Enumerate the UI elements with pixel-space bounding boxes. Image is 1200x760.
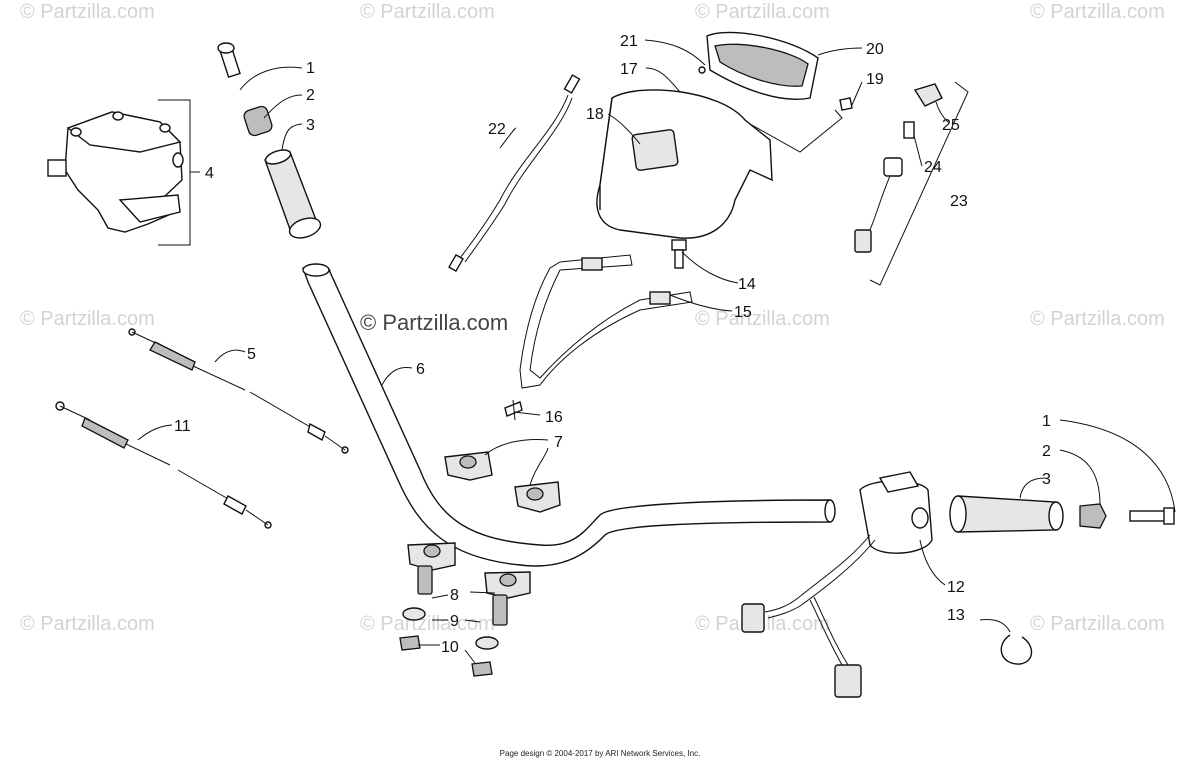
callout-6: 6 bbox=[416, 361, 425, 378]
callout-2b: 2 bbox=[1042, 443, 1051, 460]
leader-lines bbox=[137, 39, 1176, 664]
callout-17: 17 bbox=[620, 61, 638, 78]
callout-19: 19 bbox=[866, 71, 884, 88]
clip bbox=[1000, 634, 1033, 665]
callout-24: 24 bbox=[924, 159, 942, 176]
callout-8: 8 bbox=[450, 587, 459, 604]
rivet bbox=[504, 399, 523, 421]
callout-13: 13 bbox=[947, 607, 965, 624]
brake-cable bbox=[55, 401, 272, 529]
gauge bbox=[698, 31, 819, 100]
handlebar bbox=[302, 263, 836, 567]
throttle-control-assembly bbox=[47, 111, 184, 233]
right-switch-housing bbox=[741, 471, 933, 698]
callout-10: 10 bbox=[441, 639, 459, 656]
right-grip-parts bbox=[949, 495, 1175, 533]
callout-11: 11 bbox=[174, 418, 191, 435]
pod-bracket bbox=[519, 254, 693, 389]
callout-3b: 3 bbox=[1042, 471, 1051, 488]
callout-3: 3 bbox=[306, 117, 315, 134]
callout-labels: 1 2 3 4 5 6 7 8 9 10 11 1 2 3 12 13 14 1… bbox=[174, 33, 1051, 656]
handlebar-upper-clamps bbox=[444, 451, 561, 513]
footer-copyright: Page design © 2004-2017 by ARI Network S… bbox=[500, 749, 701, 758]
callout-1: 1 bbox=[306, 60, 315, 77]
instrument-pod bbox=[596, 89, 773, 239]
callout-16: 16 bbox=[545, 409, 563, 426]
center-watermark: © Partzilla.com bbox=[360, 310, 508, 335]
left-grip-parts bbox=[217, 42, 322, 239]
watermark-text: © Partzilla.com bbox=[695, 308, 830, 330]
callout-20: 20 bbox=[866, 41, 884, 58]
callout-21: 21 bbox=[620, 33, 638, 50]
handlebar-lower-clamps bbox=[399, 542, 531, 677]
callout-4: 4 bbox=[205, 165, 214, 182]
callout-9: 9 bbox=[450, 613, 459, 630]
watermark-text: © Partzilla.com bbox=[360, 1, 495, 23]
speedometer-cable bbox=[448, 74, 581, 273]
watermark-text: © Partzilla.com bbox=[1030, 1, 1165, 23]
callout-23: 23 bbox=[950, 193, 968, 210]
watermark-text: © Partzilla.com bbox=[695, 1, 830, 23]
callout-1b: 1 bbox=[1042, 413, 1051, 430]
screw bbox=[839, 97, 853, 111]
callout-25: 25 bbox=[942, 117, 960, 134]
callout-15: 15 bbox=[734, 304, 752, 321]
callout-22: 22 bbox=[488, 121, 506, 138]
watermark-text: © Partzilla.com bbox=[1030, 613, 1165, 635]
watermark-text: © Partzilla.com bbox=[360, 613, 495, 635]
watermark-text: © Partzilla.com bbox=[20, 308, 155, 330]
callout-14: 14 bbox=[738, 276, 756, 293]
throttle-cable bbox=[128, 328, 349, 454]
watermark-text: © Partzilla.com bbox=[20, 613, 155, 635]
indicator-harness bbox=[854, 83, 943, 253]
callout-18: 18 bbox=[586, 106, 604, 123]
callout-5: 5 bbox=[247, 346, 256, 363]
watermark-text: © Partzilla.com bbox=[1030, 308, 1165, 330]
watermark-layer: © Partzilla.com © Partzilla.com © Partzi… bbox=[20, 1, 1165, 635]
callout-2: 2 bbox=[306, 87, 315, 104]
bracket-bolt bbox=[671, 239, 687, 269]
watermark-text: © Partzilla.com bbox=[20, 1, 155, 23]
callout-7: 7 bbox=[554, 434, 563, 451]
callout-12: 12 bbox=[947, 579, 965, 596]
